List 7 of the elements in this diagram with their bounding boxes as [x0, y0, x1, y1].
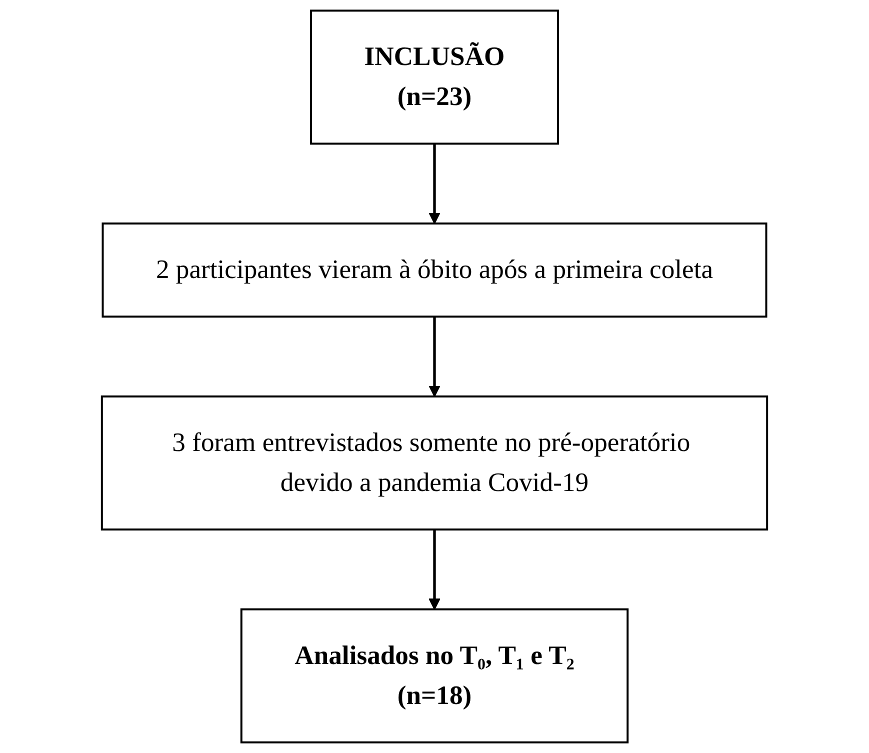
- arrow: [428, 144, 440, 224]
- arrow: [428, 316, 440, 397]
- node-box: Analisados no T₀, T₁ e T₂ (n=18): [240, 608, 629, 744]
- node-box: INCLUSÃO (n=23): [310, 10, 559, 145]
- node-box: 3 foram entrevistados somente no pré-operatório devido a pandemia Covid-19: [100, 395, 768, 530]
- node-box: 2 participantes vieram à óbito após a primeira coleta: [102, 222, 768, 318]
- arrow: [428, 530, 440, 610]
